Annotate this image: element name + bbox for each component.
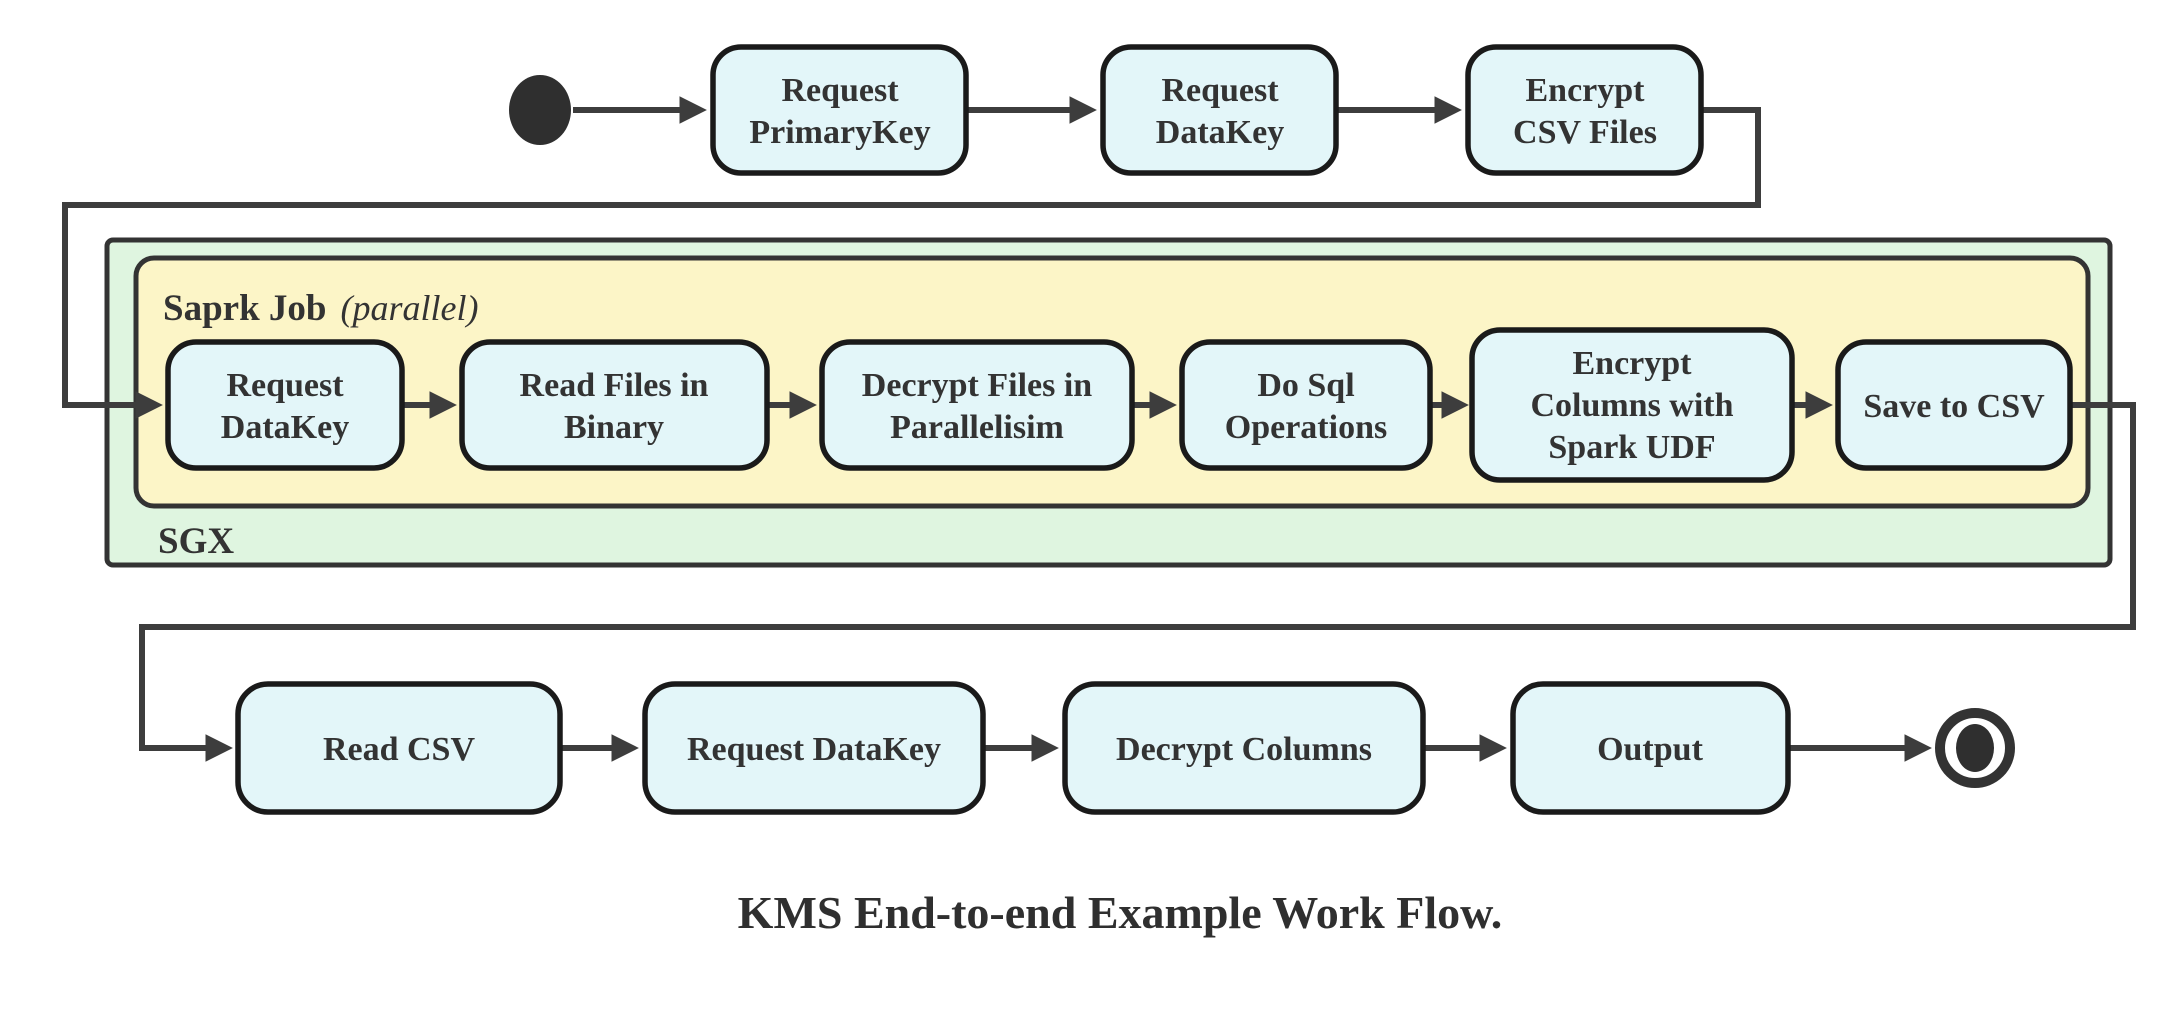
node-box	[165, 339, 405, 471]
node-box	[1062, 681, 1426, 815]
node-label: Request DataKey	[687, 731, 941, 768]
node-label: Output	[1597, 731, 1703, 768]
edge-encrypt-csv-to-sgx	[62, 107, 1761, 419]
sgx-label: SGX	[158, 521, 234, 562]
node-read-csv: Read CSV	[235, 681, 563, 815]
spark-job-label: Saprk Job(parallel)	[163, 288, 478, 329]
node-box	[819, 339, 1135, 471]
node-box	[1510, 681, 1791, 815]
node-decrypt-columns: Decrypt Columns	[1062, 681, 1426, 815]
node-box	[1179, 339, 1433, 471]
start-node	[509, 75, 571, 145]
diagram-caption: KMS End-to-end Example Work Flow.	[738, 887, 1503, 938]
node-label: Read CSV	[323, 731, 476, 768]
node-label: Decrypt Columns	[1116, 731, 1372, 768]
node-box	[710, 44, 969, 176]
node-box	[1835, 339, 2073, 471]
node-box	[1100, 44, 1339, 176]
node-box	[235, 681, 563, 815]
end-node-core	[1956, 724, 1994, 772]
node-request-datakey-client: Request DataKey	[642, 681, 986, 815]
node-save-to-csv: Save to CSV	[1835, 339, 2073, 471]
edge-save-csv-to-read-csv	[139, 402, 2136, 762]
node-box	[1465, 44, 1704, 176]
node-box	[459, 339, 770, 471]
node-box	[642, 681, 986, 815]
node-label: Save to CSV	[1863, 388, 2045, 425]
node-box	[1469, 327, 1795, 483]
node-output: Output	[1510, 681, 1791, 815]
